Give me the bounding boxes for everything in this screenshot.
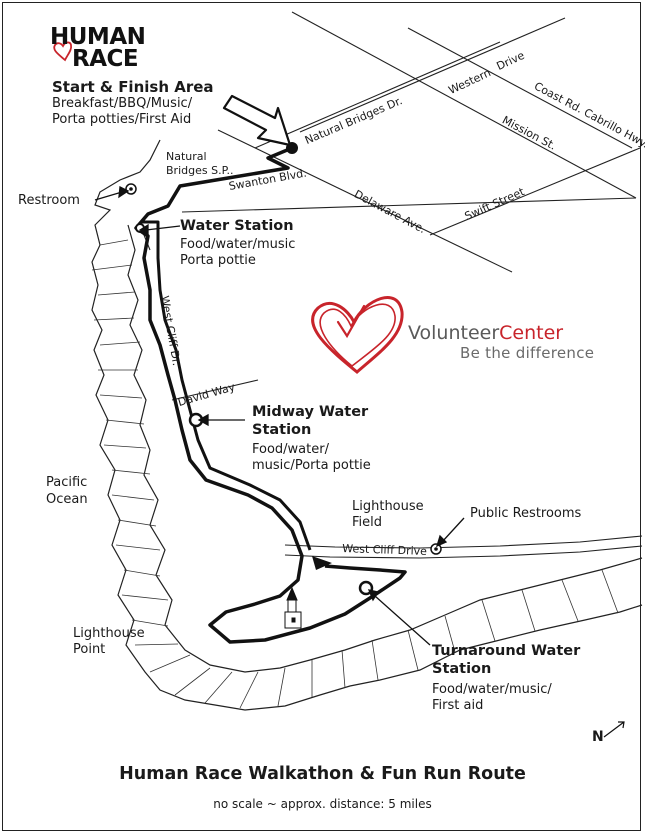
water-station-title: Water Station <box>180 218 294 234</box>
turnaround-station-line-1: Food/water/music/ <box>432 682 552 697</box>
water-station-line-2: Porta pottie <box>180 253 256 268</box>
start-arrow <box>222 94 292 147</box>
restroom-label: Restroom <box>18 193 80 208</box>
turnaround-station-title-1: Turnaround Water <box>432 643 581 659</box>
pacific-ocean-label-1: Pacific <box>46 475 88 490</box>
logo-line-1: HUMAN <box>50 24 146 50</box>
sponsor-name-a: Volunteer <box>408 322 500 344</box>
start-area-details: Breakfast/BBQ/Music/ <box>52 96 193 111</box>
water-station-line-1: Food/water/music <box>180 237 296 252</box>
start-area-details-2: Porta potties/First Aid <box>52 112 192 127</box>
logo-line-2: RACE <box>72 46 139 72</box>
lighthouse-point-label-2: Point <box>73 642 106 657</box>
race-route-return <box>140 220 312 551</box>
lighthouse-field-label-1: Lighthouse <box>352 499 424 514</box>
pacific-ocean-label-2: Ocean <box>46 492 88 507</box>
midway-station-title-1: Midway Water <box>252 404 369 420</box>
rock-hatching <box>91 239 619 709</box>
volunteer-heart-icon <box>311 296 404 374</box>
public-restrooms-label: Public Restrooms <box>470 506 582 521</box>
lighthouse-point-label-1: Lighthouse <box>73 626 145 641</box>
race-route <box>134 146 407 644</box>
pointer-arrows <box>94 185 465 646</box>
midway-station-title-2: Station <box>252 422 312 438</box>
map-subtitle: no scale ~ approx. distance: 5 miles <box>213 797 432 811</box>
lighthouse-icon <box>284 586 302 629</box>
map-title: Human Race Walkathon & Fun Run Route <box>119 764 526 784</box>
north-arrow-icon <box>603 721 625 738</box>
natural-bridges-label-1: Natural <box>166 150 207 163</box>
turnaround-station-title-2: Station <box>432 661 492 677</box>
volunteer-center-logo: VolunteerCenter Be the difference <box>408 322 594 362</box>
start-area-title: Start & Finish Area <box>52 78 214 96</box>
sponsor-name-b: Center <box>499 322 564 344</box>
compass-north-label: N <box>592 729 604 745</box>
human-race-logo: HUMAN RACE <box>50 24 146 72</box>
route-arrowhead <box>312 556 332 570</box>
lighthouse-field-label-2: Field <box>352 515 383 530</box>
logo-heart-icon <box>53 41 73 62</box>
turnaround-station-line-2: First aid <box>432 698 484 713</box>
midway-station-line-1: Food/water/ <box>252 442 329 457</box>
midway-station-line-2: music/Porta pottie <box>252 458 371 473</box>
coastline-inner <box>127 224 643 673</box>
sponsor-tagline: Be the difference <box>460 344 595 362</box>
natural-bridges-label-2: Bridges S.P.. <box>166 164 234 177</box>
coastline-outer <box>91 139 643 711</box>
